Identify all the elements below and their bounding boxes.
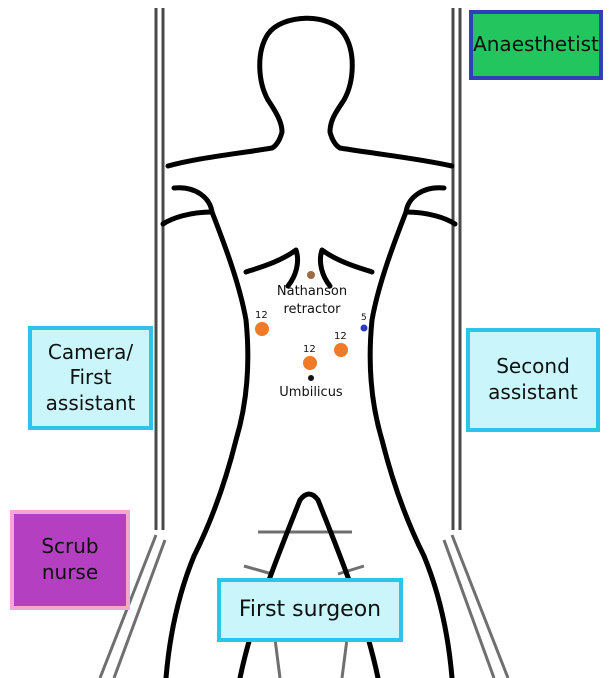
camera-label-line2: First <box>69 365 111 391</box>
scrub-nurse-box: Scrub nurse <box>10 510 130 610</box>
second-label-line1: Second <box>496 354 570 380</box>
first-surgeon-box: First surgeon <box>217 578 403 642</box>
camera-label-line3: assistant <box>46 391 136 417</box>
port-center-12 <box>303 356 317 370</box>
retractor-dot <box>307 271 315 279</box>
retractor-label-line1: Nathanson <box>277 284 347 299</box>
port-5 <box>361 325 368 332</box>
umbilicus-dot <box>308 375 314 381</box>
umbilicus-label: Umbilicus <box>266 384 356 402</box>
camera-first-assistant-box: Camera/ First assistant <box>28 326 153 430</box>
port-left-12 <box>255 322 269 336</box>
camera-label-line1: Camera/ <box>48 340 133 366</box>
scrub-label-line2: nurse <box>42 560 98 586</box>
second-assistant-box: Second assistant <box>466 328 600 432</box>
port-right-size: 12 <box>334 331 347 342</box>
first-surgeon-label: First surgeon <box>239 596 381 624</box>
anaesthetist-box: Anaesthetist <box>469 10 603 80</box>
anaesthetist-label: Anaesthetist <box>473 32 599 58</box>
port-center-size: 12 <box>303 344 316 355</box>
retractor-label-line2: retractor <box>283 302 340 317</box>
second-label-line2: assistant <box>488 380 578 406</box>
table-rails <box>156 8 460 530</box>
scrub-label-line1: Scrub <box>41 534 98 560</box>
port-right-12 <box>334 343 348 357</box>
retractor-label: Nathanson retractor <box>262 283 362 318</box>
